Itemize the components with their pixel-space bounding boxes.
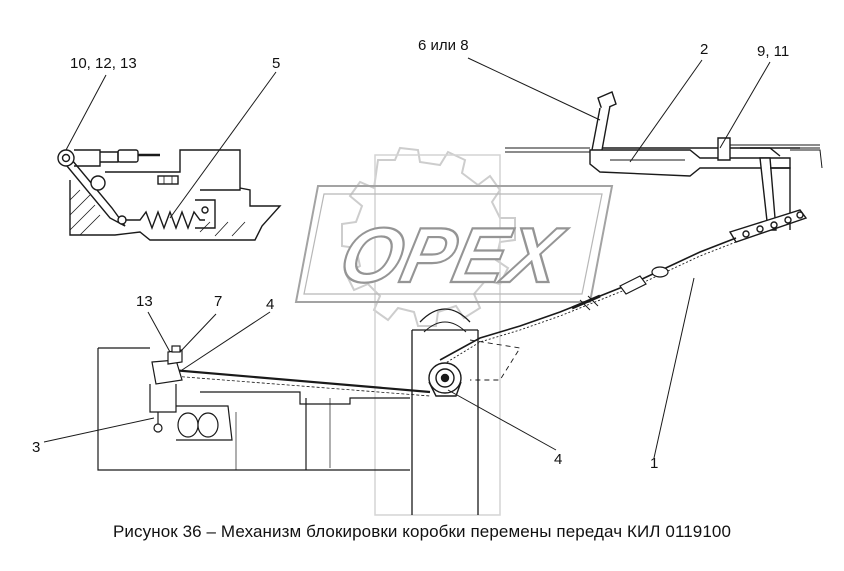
gearbox-housing (97, 345, 410, 471)
leader-2 (629, 59, 703, 163)
frame-member (411, 308, 479, 515)
callout-13: 13 (136, 293, 153, 310)
callout-5: 5 (272, 55, 281, 72)
callout-4-top: 4 (266, 296, 275, 313)
leader-9-11 (719, 61, 771, 149)
callout-2: 2 (700, 41, 709, 58)
inset-spring-assembly (57, 149, 282, 241)
leader-4-top (181, 311, 271, 371)
leader-3 (43, 417, 155, 443)
callout-1: 1 (650, 455, 659, 472)
lever-assembly (505, 91, 823, 243)
leader-10-12-13 (65, 74, 107, 151)
leader-5 (169, 71, 277, 219)
control-cable (171, 237, 737, 397)
callout-10-12-13: 10, 12, 13 (70, 55, 137, 72)
callout-3: 3 (32, 439, 41, 456)
pulley (428, 362, 462, 397)
leader-4-bottom (447, 389, 557, 451)
watermark-text: OPEX (333, 212, 573, 299)
leader-13 (147, 311, 171, 353)
callout-4-bottom: 4 (554, 451, 563, 468)
figure-caption: Рисунок 36 – Механизм блокировки коробки… (112, 522, 732, 541)
leader-6-8 (467, 57, 601, 121)
callout-9-11: 9, 11 (757, 43, 790, 60)
callout-7: 7 (214, 293, 223, 310)
watermark-logo: OPEX (294, 146, 614, 516)
leader-7 (179, 313, 217, 353)
leader-1 (653, 277, 695, 459)
callout-6-or-8: 6 или 8 (418, 37, 469, 54)
